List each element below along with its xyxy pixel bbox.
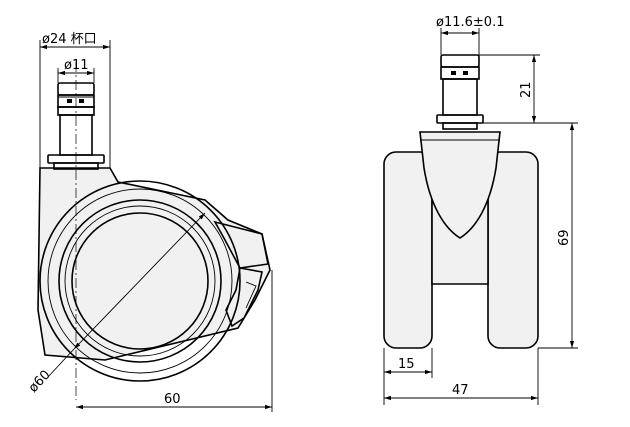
- wheel: [39, 180, 241, 382]
- dim-tire-width: 15: [383, 348, 433, 405]
- pin-base: [442, 122, 478, 130]
- rim-outer: [58, 199, 222, 363]
- rim-middle: [64, 205, 216, 357]
- housing-body: [37, 167, 271, 361]
- pin-ring: [440, 66, 480, 80]
- tire-right: [487, 151, 539, 349]
- brake-lever: [213, 220, 269, 328]
- label-pin-height: 21: [519, 81, 534, 98]
- label-side-width: 60: [164, 392, 181, 407]
- dim-pin-height: 21: [479, 54, 540, 124]
- tire-outer: [39, 180, 241, 382]
- dim-side-width: 60: [76, 270, 273, 412]
- stem-base: [53, 162, 99, 170]
- side-view: ø24 杯口 ø11 ø60 60: [26, 32, 273, 412]
- tire-left: [383, 151, 433, 349]
- label-stem-diameter: ø11: [64, 58, 89, 73]
- dim-pin-diameter: ø11.6±0.1: [436, 15, 504, 55]
- label-cup-diameter: ø24 杯口: [42, 32, 97, 47]
- label-pin-diameter: ø11.6±0.1: [436, 15, 504, 30]
- front-view: ø11.6±0.1 21 69 15 47: [383, 15, 578, 405]
- dim-total-width: 47: [384, 348, 539, 405]
- label-total-width: 47: [452, 383, 469, 398]
- dim-stem-diameter: ø11: [57, 58, 95, 83]
- fork-cup: [419, 131, 501, 239]
- dim-cup-diameter: ø24 杯口: [39, 32, 111, 168]
- pin-shaft: [442, 78, 478, 116]
- label-total-height: 69: [557, 229, 572, 246]
- label-wheel-diameter: ø60: [26, 368, 54, 396]
- dim-total-height: 69: [538, 122, 578, 349]
- pin-collar: [436, 114, 484, 124]
- pin: [436, 54, 484, 130]
- pin-top: [440, 54, 480, 68]
- tire-edge: [47, 188, 233, 374]
- label-tire-width: 15: [398, 357, 415, 372]
